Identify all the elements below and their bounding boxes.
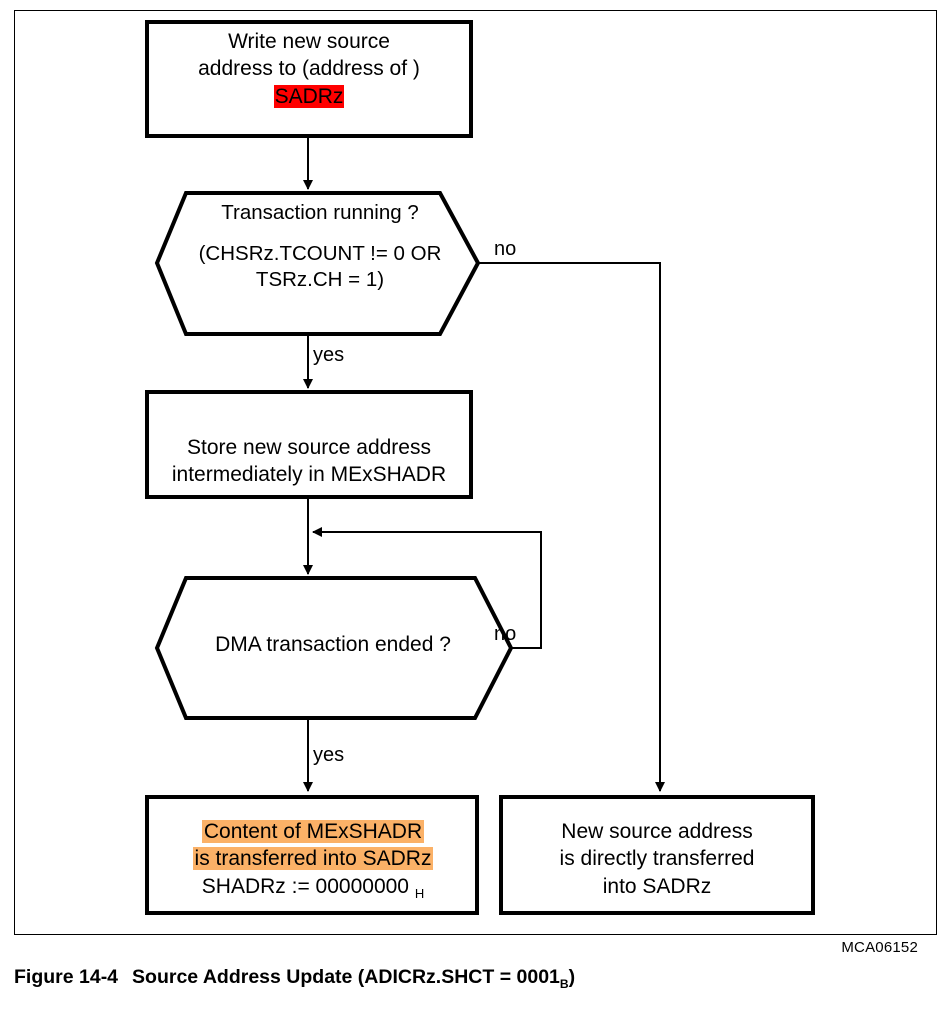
box3-highlight-1: Content of MExSHADR [201,820,425,843]
node-box-new-source-address-direct-label: New source address is directly transferr… [501,818,813,900]
node-box-content-of-mexshadr-label: Content of MExSHADR is transferred into … [147,818,479,903]
box4-line-3: into SADRz [602,874,712,898]
box1-line-1: Write new source [228,30,390,53]
box3-line-1: Content of MExSHADR [147,818,479,845]
box4-line-1: New source address [561,820,753,843]
hex1-line-3: TSRz.CH = 1) [255,268,385,292]
box1-line-2: address to (address of ) [198,57,420,81]
box2-line-1: Store new source address [187,436,431,459]
hex2-line-1: DMA transaction ended ? [215,633,451,656]
figure-caption: Figure 14-4 Source Address Update (ADICRz… [14,966,575,991]
node-hexagon-dma-transaction-ended [154,576,514,720]
box2-line-2: intermediately in MExSHADR [171,463,447,487]
hex1-line-spacer [160,227,480,241]
hex1-line-2: (CHSRz.TCOUNT != 0 OR [198,241,442,265]
box3-line-2: is transferred into SADRz [147,845,479,872]
figure-caption-title: Source Address Update (ADICRz.SHCT = 000… [132,966,560,988]
node-box-store-new-source-address [145,390,473,499]
edge-hex2-no-loopback [312,527,542,649]
node-box-write-new-source-address [145,20,473,138]
box3-subscript-h: H [414,885,425,901]
figure-caption-subscript: B [559,976,569,991]
artwork-id: MCA06152 [841,939,918,956]
figure-caption-label: Figure 14-4 [14,966,119,988]
edge-label-no-transaction-running: no [494,238,517,260]
edge-label-no-dma-ended: no [494,623,517,645]
box3-highlight-2: is transferred into SADRz [192,847,434,871]
edge-label-yes-transaction-running: yes [313,344,345,366]
box1-line-3: SADRz [147,83,471,110]
node-box-new-source-address-direct [499,795,815,915]
box1-highlighted-sadrz: SADRz [273,84,345,108]
node-box-store-new-source-address-label: Store new source address intermediately … [147,434,471,489]
hex1-line-1: Transaction running ? [221,201,419,224]
node-box-write-new-source-address-label: Write new source address to (address of … [147,28,471,110]
box3-line-3: SHADRz := 00000000 H [147,873,479,903]
node-hexagon-dma-transaction-ended-label: DMA transaction ended ? [160,631,506,658]
edge-hex1-no-to-box4 [478,262,665,792]
box3-shadrz-assignment: SHADRz := 00000000 [201,874,415,898]
node-hexagon-transaction-running-label: Transaction running ? (CHSRz.TCOUNT != 0… [160,200,480,294]
node-hexagon-transaction-running [154,191,481,336]
figure-caption-tail: ) [568,966,576,988]
edge-label-yes-dma-ended: yes [313,744,345,766]
box4-line-2: is directly transferred [559,847,755,871]
